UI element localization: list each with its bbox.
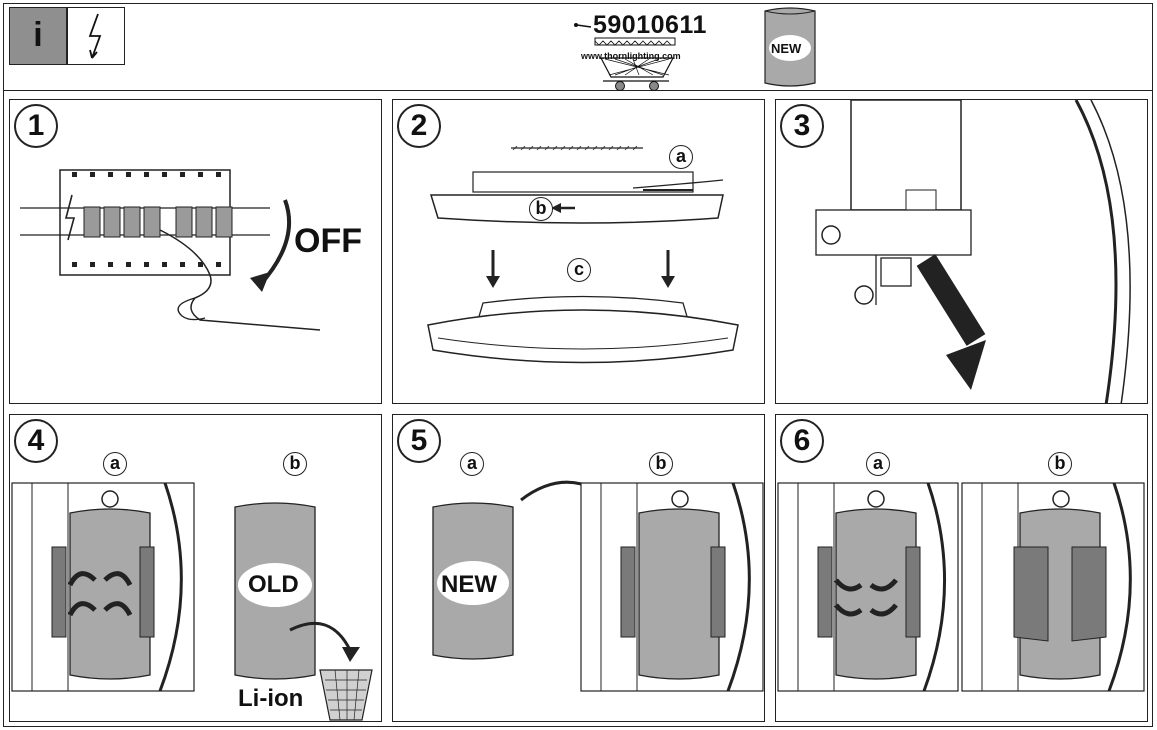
new-battery-icon <box>764 7 816 87</box>
step-4-label-b: b <box>283 452 307 476</box>
step-2-label-b: b <box>529 197 553 221</box>
step-2-label-c: c <box>567 258 591 282</box>
circuit-breaker-illustration <box>20 169 321 331</box>
old-label: OLD <box>248 571 299 598</box>
luminaire-removal-illustration <box>427 145 739 364</box>
step-6-label-a: a <box>866 452 890 476</box>
step-number-5: 5 <box>397 419 441 463</box>
step-5-panel: 5 a b NEW <box>392 414 765 722</box>
info-icon: i <box>9 7 67 65</box>
remove-old-battery-illustration <box>11 482 373 721</box>
new-label: NEW <box>441 571 497 598</box>
secure-battery-illustration <box>777 482 1145 692</box>
electric-hazard-icon <box>67 7 125 65</box>
step-1-panel: 1 OFF <box>9 99 382 404</box>
part-number: 59010611 <box>593 11 707 39</box>
step-4-panel: 4 a b OLD Li-ion <box>9 414 382 722</box>
step-2-panel: 2 a b c <box>392 99 765 404</box>
step-number-6: 6 <box>780 419 824 463</box>
step-5-label-b: b <box>649 452 673 476</box>
step-4-label-a: a <box>103 452 127 476</box>
li-ion-label: Li-ion <box>238 685 304 712</box>
step-6-panel: 6 a b <box>775 414 1148 722</box>
step-number-4: 4 <box>14 419 58 463</box>
info-letter: i <box>33 16 43 54</box>
step-3-panel: 3 <box>775 99 1148 404</box>
header-bar: i 59010611 www.thornlighting.com NEW <box>3 3 1153 91</box>
off-label: OFF <box>294 222 362 260</box>
step-number-3: 3 <box>780 104 824 148</box>
connector-unplug-illustration <box>815 100 1131 403</box>
step-2-label-a: a <box>669 145 693 169</box>
page-frame <box>3 3 1153 727</box>
step-5-label-a: a <box>460 452 484 476</box>
insert-new-battery-illustration <box>432 480 764 692</box>
step-number-1: 1 <box>14 104 58 148</box>
new-badge-label: NEW <box>771 41 802 56</box>
step-6-label-b: b <box>1048 452 1072 476</box>
cart-icon <box>574 23 676 91</box>
website-url: www.thornlighting.com <box>581 51 681 61</box>
step-number-2: 2 <box>397 104 441 148</box>
